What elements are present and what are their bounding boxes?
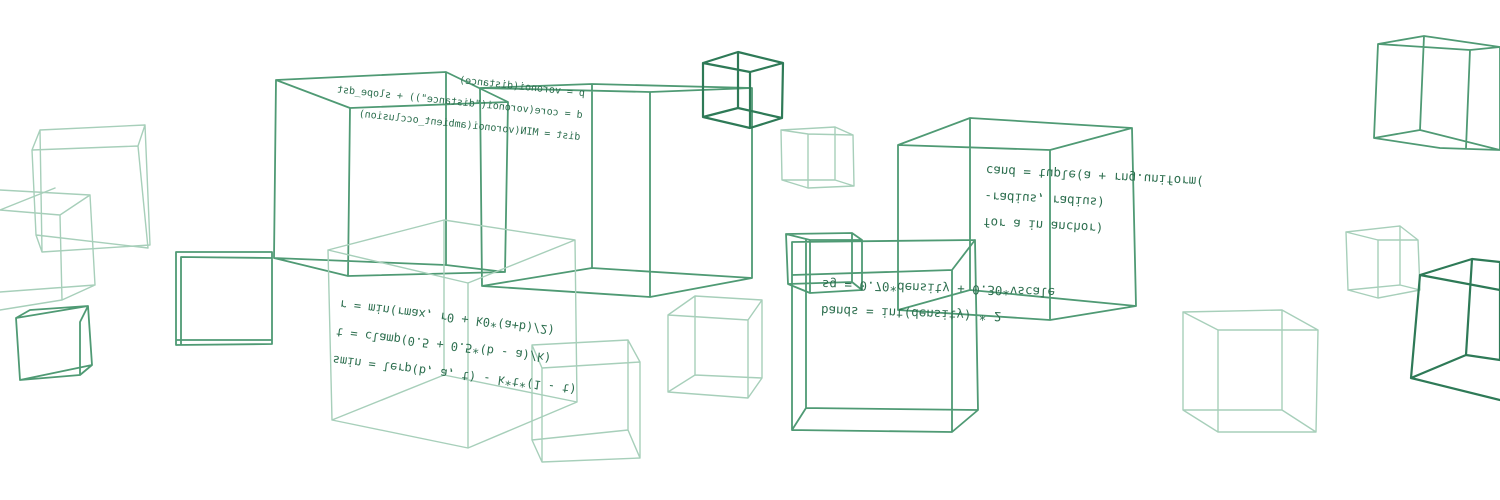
code-line: cand = tuple(a + rng.uniform( [985,163,1204,189]
code-snippet-cand: cand = tuple(a + rng.uniform( -radius, r… [983,163,1204,236]
wireframe-cube [0,187,96,311]
code-line: bands = int(density) * 2 [821,303,1002,324]
code-line: sg = 0.70*density + 0.30*vscale [822,277,1056,300]
code-line: p = voronoi(distance) [459,75,586,99]
code-snippet-radius: r = min(rmax, r0 + k0*(a+b)/2) t = clamp… [332,297,578,396]
wireframe-cube [175,251,273,346]
wireframe-cube [1182,309,1319,433]
code-snippet-dist: dist = MIN(voronoi(ambient_occlusion) d … [336,75,586,143]
wireframe-cube [1345,225,1421,299]
code-line: -radius, radius) [984,189,1105,210]
wireframe-cube [785,232,863,294]
code-snippets-layer: dist = MIN(voronoi(ambient_occlusion) d … [332,75,1204,396]
wireframe-cube [701,50,785,130]
wireframe-cube [1409,257,1500,402]
wireframe-cube [15,305,93,381]
wireframe-cube [531,339,641,463]
wireframe-cube [780,126,855,189]
wireframe-cube [1373,35,1500,151]
wireframe-cube [791,239,979,433]
wireframe-cube [897,117,1137,321]
wireframe-cube [479,83,753,298]
background-cubes-layer [0,35,1500,463]
code-line: for a in anchor) [983,215,1104,236]
wireframe-cube [327,219,578,449]
wireframe-cube [273,71,509,277]
wireframe-cube [667,295,763,399]
wireframe-cube [31,124,151,253]
